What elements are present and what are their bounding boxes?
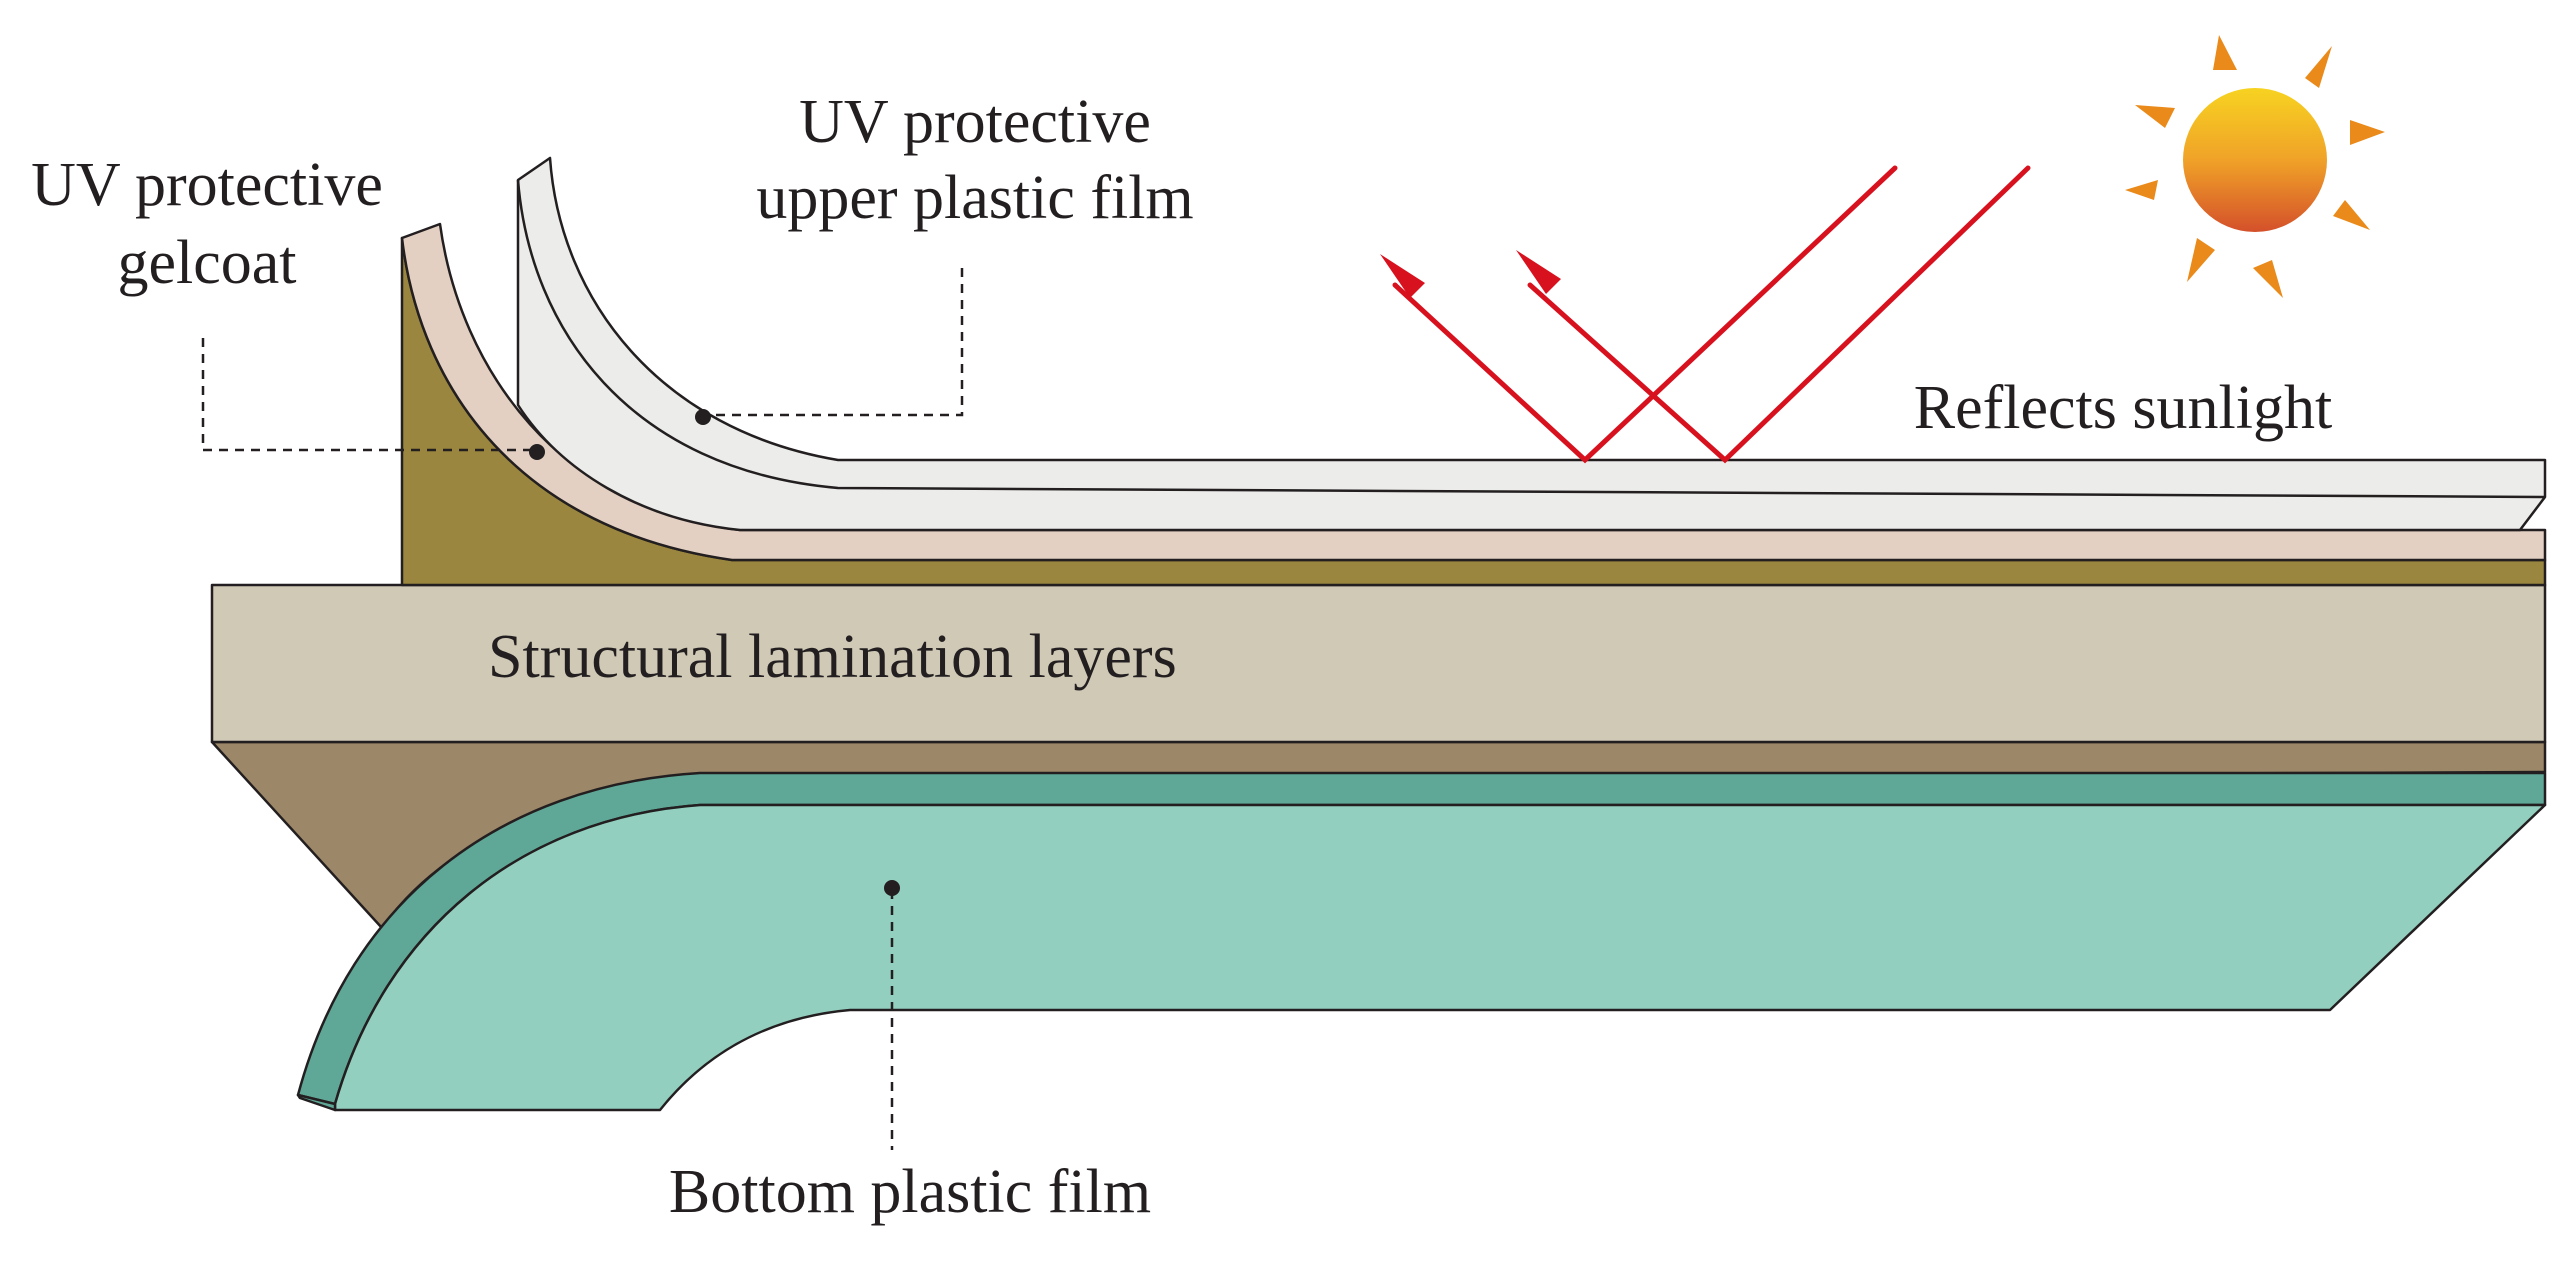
bottom-film-pointer-dot	[884, 880, 900, 896]
incident-ray-2	[1527, 165, 2031, 464]
upper-film	[516, 156, 2547, 532]
incident-ray-1	[1392, 165, 1898, 464]
upper-film-leader-line	[703, 268, 964, 417]
gelcoat-label-line1: UV protective	[31, 151, 383, 219]
bottom-film-label: Bottom plastic film	[669, 1158, 1151, 1226]
gelcoat-layer	[400, 222, 2547, 562]
upper-film-pointer-dot	[695, 409, 711, 425]
structural-layers-label: Structural lamination layers	[488, 623, 1177, 691]
bottom-film-tip	[296, 1093, 337, 1112]
upper-film-inner-line	[516, 179, 2546, 499]
gelcoat-leader-line	[201, 338, 537, 452]
reflected-arrow-icon	[1516, 250, 1561, 294]
gelcoat-pointer-dot	[529, 444, 545, 460]
sunlight-rays	[1392, 165, 2031, 464]
reflects-sunlight-label: Reflects sunlight	[1914, 374, 2332, 442]
gelcoat-label-line2: gelcoat	[117, 229, 296, 297]
reflected-arrow-icon	[1380, 254, 1425, 298]
upper-film-label-line2: upper plastic film	[756, 164, 1193, 232]
bottom-film-face	[333, 803, 2547, 1112]
sun-icon	[2125, 35, 2385, 298]
upper-film-label-line1: UV protective	[799, 88, 1151, 156]
